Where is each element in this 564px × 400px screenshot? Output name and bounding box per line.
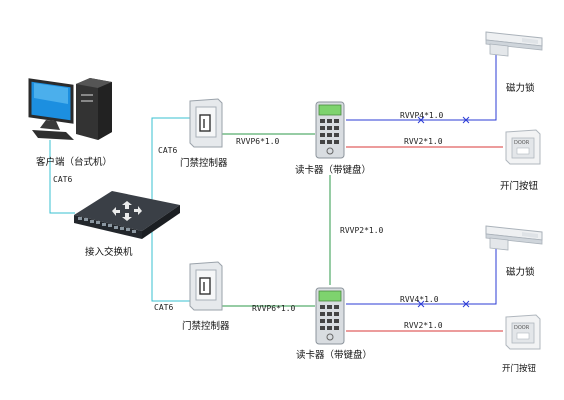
cable-label-reader-lock-top: RVVP4*1.0 — [400, 111, 444, 120]
card-reader-keypad-icon — [315, 101, 345, 159]
cable-label-reader-lock-bottom: RVV4*1.0 — [400, 295, 439, 304]
switch-label: 接入交换机 — [85, 247, 133, 258]
exit-button-icon: DOOR — [505, 129, 541, 165]
reader-top-label: 读卡器（带键盘） — [295, 165, 372, 176]
desktop-pc-icon — [28, 78, 112, 140]
cable-label-switch-controller-bottom: CAT6 — [154, 303, 174, 312]
exit-button-icon: DOOR — [505, 314, 541, 350]
cable-reader-lock-bottom — [346, 245, 497, 305]
cable-label-controller-reader-bottom: RVVP6*1.0 — [252, 304, 296, 313]
button-plate-text: DOOR — [514, 140, 530, 146]
cable-label-controller-reader-top: RVVP6*1.0 — [236, 137, 280, 146]
network-switch-icon — [74, 191, 180, 239]
cable-label-reader-button-bottom: RVV2*1.0 — [404, 321, 443, 330]
card-reader-keypad-icon — [315, 287, 345, 345]
door-controller-icon — [189, 98, 223, 148]
controller-top-label: 门禁控制器 — [180, 158, 228, 169]
cable-reader-lock-top — [346, 52, 497, 121]
button-bottom-label: 开门按钮 — [502, 364, 537, 374]
maglock-top-label: 磁力锁 — [506, 83, 535, 94]
cable-label-pc-switch: CAT6 — [53, 175, 73, 184]
maglock-bottom-label: 磁力锁 — [506, 267, 535, 278]
door-controller-icon — [189, 261, 223, 311]
cable-label-switch-controller-top: CAT6 — [158, 146, 178, 155]
reader-bottom-label: 读卡器（带键盘） — [296, 350, 373, 361]
button-plate-text: DOOR — [514, 325, 530, 331]
client-pc-label: 客户端（台式机） — [36, 157, 113, 168]
button-top-label: 开门按钮 — [500, 181, 539, 192]
magnetic-lock-icon — [485, 31, 543, 57]
cable-switch-controller-bottom — [151, 226, 190, 302]
cable-pc-switch — [49, 140, 75, 214]
cable-label-reader-reader: RVVP2*1.0 — [340, 226, 384, 235]
magnetic-lock-icon — [485, 225, 543, 251]
cable-label-reader-button-top: RVV2*1.0 — [404, 137, 443, 146]
cable-switch-controller-top — [151, 117, 190, 213]
controller-bottom-label: 门禁控制器 — [182, 321, 230, 332]
